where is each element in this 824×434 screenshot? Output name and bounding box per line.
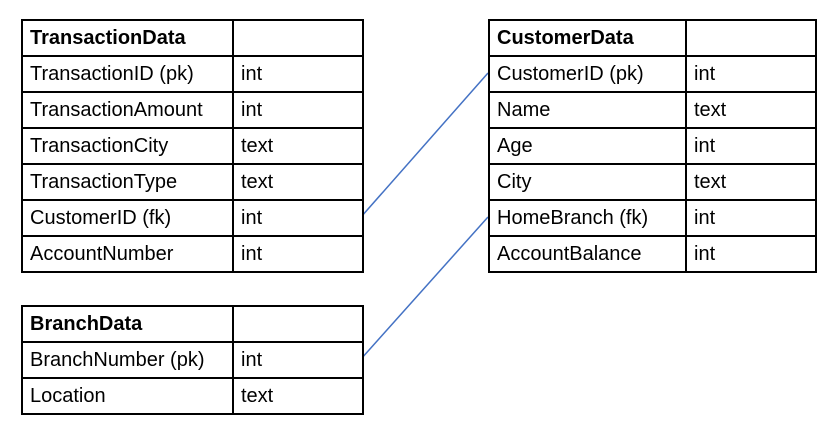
field-type: int <box>232 199 364 237</box>
table-title: CustomerData <box>488 19 687 57</box>
table-customer-data: CustomerData CustomerID (pk) int Name te… <box>488 19 817 273</box>
table-row: HomeBranch (fk) int <box>488 199 817 237</box>
field-name: CustomerID (fk) <box>21 199 234 237</box>
field-name: HomeBranch (fk) <box>488 199 687 237</box>
field-name: Name <box>488 91 687 129</box>
table-title: BranchData <box>21 305 234 343</box>
table-row: CustomerID (fk) int <box>21 199 364 237</box>
field-name: Location <box>21 377 234 415</box>
field-name: AccountBalance <box>488 235 687 273</box>
relationship-line-transaction-to-customer <box>360 72 489 218</box>
table-row: TransactionCity text <box>21 127 364 165</box>
field-name: TransactionCity <box>21 127 234 165</box>
table-title-empty-cell <box>232 305 364 343</box>
field-name: Age <box>488 127 687 165</box>
table-row: Name text <box>488 91 817 129</box>
table-row: AccountBalance int <box>488 235 817 273</box>
table-row: City text <box>488 163 817 201</box>
field-type: text <box>685 163 817 201</box>
field-type: text <box>685 91 817 129</box>
table-transaction-data: TransactionData TransactionID (pk) int T… <box>21 19 364 273</box>
field-type: int <box>685 235 817 273</box>
table-row: TransactionType text <box>21 163 364 201</box>
table-title: TransactionData <box>21 19 234 57</box>
table-row: Age int <box>488 127 817 165</box>
table-row: BranchNumber (pk) int <box>21 341 364 379</box>
table-row: TransactionAmount int <box>21 91 364 129</box>
table-branch-data: BranchData BranchNumber (pk) int Locatio… <box>21 305 364 415</box>
table-header-row: TransactionData <box>21 19 364 57</box>
field-type: int <box>232 341 364 379</box>
field-type: text <box>232 377 364 415</box>
table-header-row: CustomerData <box>488 19 817 57</box>
field-type: int <box>685 127 817 165</box>
field-type: int <box>685 199 817 237</box>
table-row: TransactionID (pk) int <box>21 55 364 93</box>
table-header-row: BranchData <box>21 305 364 343</box>
table-row: AccountNumber int <box>21 235 364 273</box>
field-name: TransactionAmount <box>21 91 234 129</box>
field-type: int <box>232 91 364 129</box>
field-name: TransactionID (pk) <box>21 55 234 93</box>
table-title-empty-cell <box>685 19 817 57</box>
field-name: BranchNumber (pk) <box>21 341 234 379</box>
field-name: City <box>488 163 687 201</box>
field-type: int <box>232 55 364 93</box>
table-row: Location text <box>21 377 364 415</box>
field-type: int <box>232 235 364 273</box>
field-name: TransactionType <box>21 163 234 201</box>
field-type: text <box>232 127 364 165</box>
field-type: text <box>232 163 364 201</box>
table-title-empty-cell <box>232 19 364 57</box>
field-type: int <box>685 55 817 93</box>
relationship-line-branch-to-customer <box>360 216 489 360</box>
field-name: AccountNumber <box>21 235 234 273</box>
field-name: CustomerID (pk) <box>488 55 687 93</box>
table-row: CustomerID (pk) int <box>488 55 817 93</box>
